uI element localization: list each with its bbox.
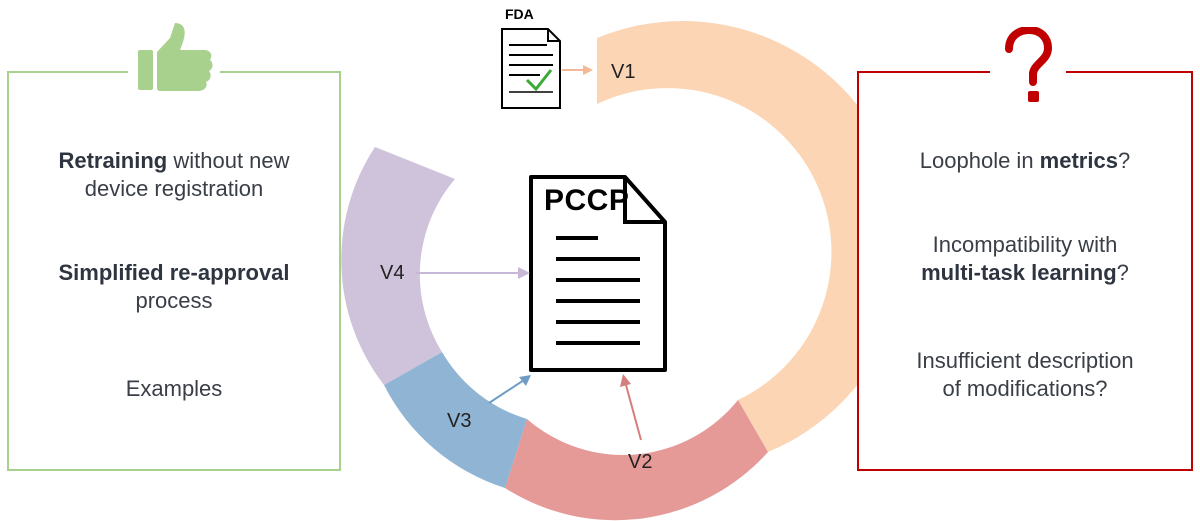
pccp-title: PCCP xyxy=(544,184,630,217)
question-mark-icon xyxy=(1005,27,1053,102)
advantage-reapproval: Simplified re-approval process xyxy=(58,260,290,313)
version-label-v3: V3 xyxy=(447,410,472,432)
pccp-document-icon xyxy=(529,175,667,372)
ring-segment-v2 xyxy=(505,400,768,521)
concern-metrics: Loophole in metrics? xyxy=(919,148,1131,173)
fda-document-icon xyxy=(501,28,561,109)
advantage-examples: Examples xyxy=(125,376,223,401)
ring-segment-v1 xyxy=(597,21,907,453)
ring-segment-v3 xyxy=(384,352,527,488)
question-badge xyxy=(990,26,1066,110)
advantages-panel: Retraining without new device registrati… xyxy=(7,71,341,471)
advantage-retraining: Retraining without new device registrati… xyxy=(58,148,290,201)
thumbs-up-badge xyxy=(128,18,220,96)
arrow-fda-to-v1 xyxy=(562,65,593,75)
concern-description: Insufficient description of modification… xyxy=(916,348,1134,401)
arrow-v2-to-pccp xyxy=(620,374,642,441)
arrow-v4-to-pccp xyxy=(416,267,530,279)
fda-label: FDA xyxy=(505,6,534,22)
version-label-v1: V1 xyxy=(611,61,636,83)
version-label-v2: V2 xyxy=(628,451,653,473)
arrow-v3-to-pccp xyxy=(488,375,531,404)
ring-segment-v4 xyxy=(341,147,455,385)
thumbs-up-icon xyxy=(138,23,213,91)
checkmark-icon xyxy=(525,69,553,92)
concerns-panel: Loophole in metrics? Incompatibility wit… xyxy=(857,71,1193,471)
concern-multitask: Incompatibility with multi-task learning… xyxy=(921,232,1129,285)
version-label-v4: V4 xyxy=(380,262,405,284)
